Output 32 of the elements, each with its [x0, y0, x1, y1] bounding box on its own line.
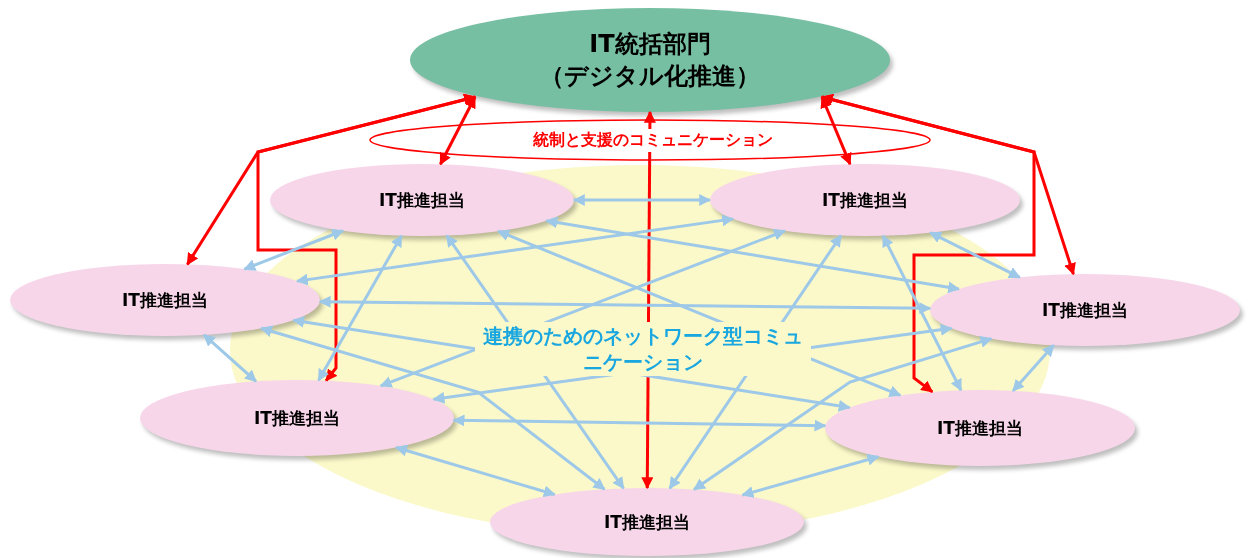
- role-label: IT推進担当: [254, 406, 340, 430]
- department-label: IT統括部門（デジタル化推進）: [539, 28, 761, 92]
- double-arrow: [572, 194, 712, 206]
- role-label: IT推進担当: [379, 188, 465, 212]
- double-arrow: [1011, 344, 1055, 392]
- double-arrow: [693, 336, 993, 491]
- double-arrow: [202, 333, 257, 383]
- double-arrow: [318, 295, 932, 315]
- double-arrow: [820, 95, 852, 166]
- role-label: IT推進担当: [122, 288, 208, 312]
- double-arrow: [295, 214, 735, 286]
- role-label: IT推進担当: [937, 416, 1023, 440]
- double-arrow: [445, 234, 625, 490]
- role-label: IT推進担当: [822, 188, 908, 212]
- double-arrow: [395, 444, 556, 498]
- network-label: 連携のためのネットワーク型コミュニケーション: [475, 322, 811, 376]
- role-label: IT推進担当: [1042, 298, 1128, 322]
- double-arrow: [881, 234, 963, 392]
- role-ellipse: [140, 380, 454, 456]
- double-arrow: [929, 231, 1021, 279]
- role-label: IT推進担当: [604, 510, 690, 534]
- double-arrow: [259, 325, 606, 491]
- double-arrow: [668, 234, 843, 490]
- double-arrow: [243, 229, 345, 271]
- role-ellipse: [10, 264, 320, 336]
- double-arrow: [439, 95, 477, 166]
- double-arrow: [317, 234, 403, 382]
- double-arrow: [545, 216, 961, 294]
- double-arrow: [741, 453, 880, 498]
- double-arrow: [256, 93, 477, 382]
- double-arrow: [452, 414, 827, 432]
- double-arrow: [820, 93, 1076, 276]
